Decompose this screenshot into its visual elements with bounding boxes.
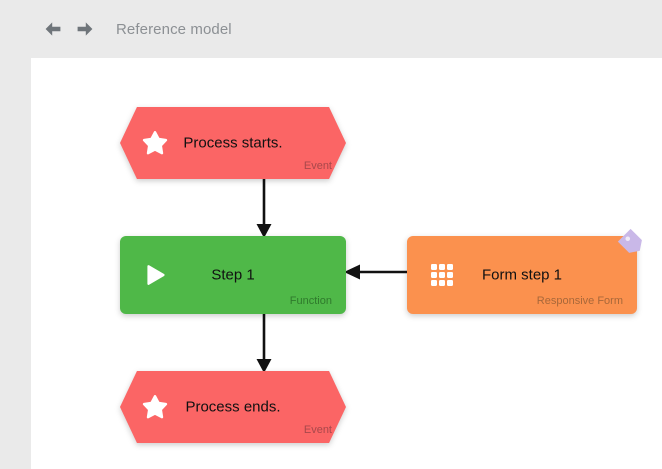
- node-process-ends[interactable]: Process ends. Event: [120, 371, 346, 443]
- header-bar: Reference model: [0, 0, 662, 58]
- node-step-1[interactable]: Step 1 Function: [120, 236, 346, 314]
- diagram-canvas[interactable]: Process starts. Event Step 1 Function: [31, 58, 662, 469]
- node-shape-hexagon: [120, 371, 346, 443]
- node-form-step-1[interactable]: Form step 1 Responsive Form: [407, 228, 642, 314]
- connector-start-to-step1: [253, 179, 275, 239]
- node-shape-rectangle: [120, 236, 346, 314]
- connector-step1-to-end: [253, 314, 275, 374]
- connector-form-to-step1: [341, 261, 409, 283]
- arrow-right-icon[interactable]: [74, 18, 96, 40]
- arrow-left-icon[interactable]: [42, 18, 64, 40]
- breadcrumb: Reference model: [116, 20, 232, 38]
- node-shape-rectangle: [407, 236, 637, 314]
- node-process-starts[interactable]: Process starts. Event: [120, 107, 346, 179]
- node-shape-hexagon: [120, 107, 346, 179]
